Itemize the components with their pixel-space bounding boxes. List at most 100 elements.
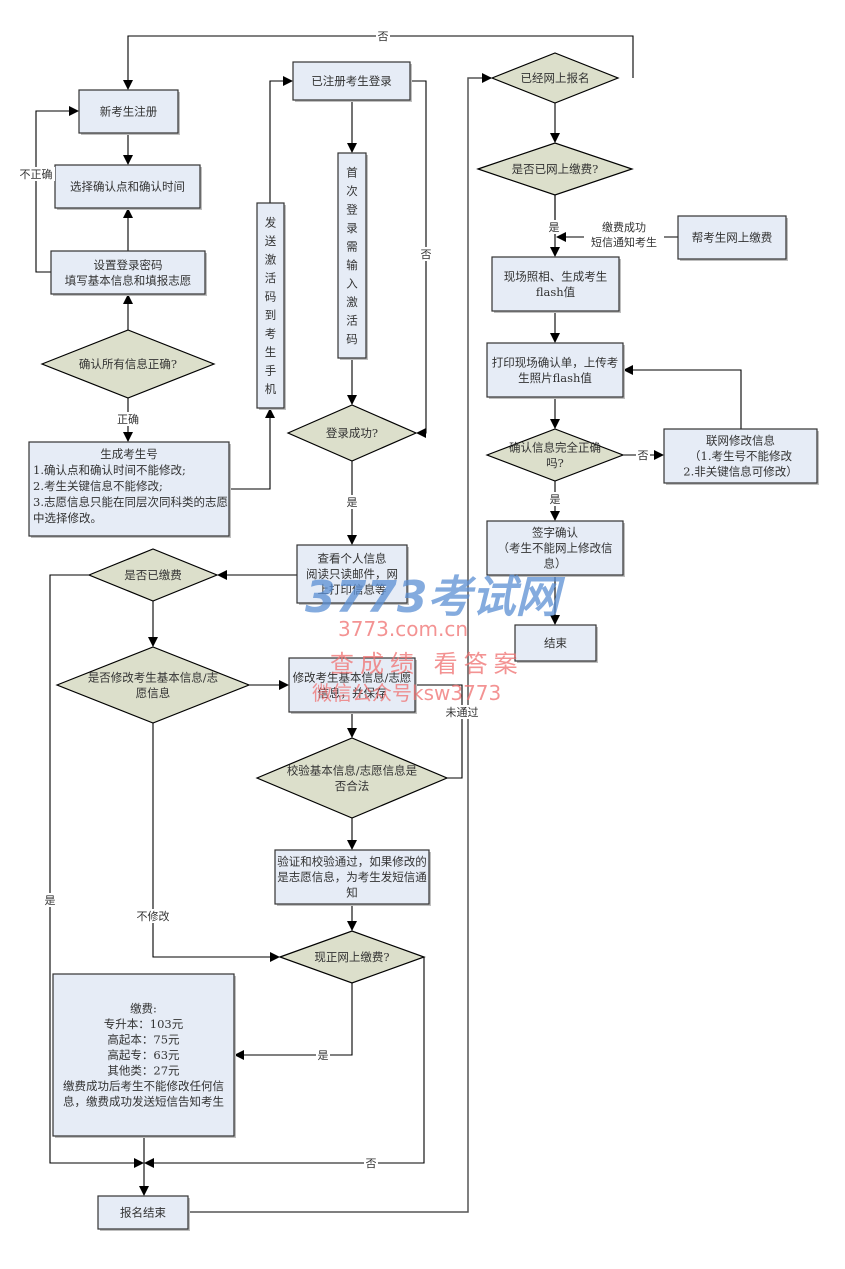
node-text-line: 息） — [544, 557, 567, 571]
edge-label-top-no: 否 — [378, 30, 389, 43]
process-shape — [256, 202, 285, 409]
edge-end-to-online — [188, 73, 492, 1213]
edge-label-incorrect: 不正确 — [20, 168, 53, 181]
process-shape — [514, 624, 597, 662]
node-text-line: 息，缴费成功发送短信告知考生 — [63, 1095, 224, 1109]
node-text-line: 高起专：63元 — [107, 1048, 180, 1062]
node-text-char: 活 — [346, 313, 358, 327]
node-text-line: （考生不能网上修改信 — [498, 541, 613, 555]
node-text-line: 打印现场确认单，上传考 — [492, 355, 619, 369]
label-bg — [443, 705, 481, 719]
node-end: 结束 — [514, 624, 598, 663]
node-text-line: 专升本：103元 — [104, 1017, 184, 1031]
node-photo: 现场照相、生成考生 flash值 — [491, 256, 621, 313]
nodes: 新考生注册选择确认点和确认时间设置登录密码填写基本信息和填报志愿确认所有信息正确… — [28, 52, 819, 1231]
node-gen-number: 生成考生号1.确认点和确认时间不能修改;2.考生关键信息不能修改;3.志愿信息只… — [28, 441, 231, 538]
node-text-line: 帮考生网上缴费 — [692, 231, 773, 245]
node-text-line: 是否修改考生基本信息/志 — [88, 670, 218, 684]
decision-shape — [286, 404, 418, 462]
edge-label-paid-yes: 是 — [45, 894, 56, 907]
edge-label-pay-yes: 是 — [318, 1049, 329, 1062]
label-bg — [636, 448, 650, 462]
node-text-char: 需 — [346, 239, 358, 253]
decision-shape — [490, 52, 620, 104]
node-text-line: 生照片flash值 — [518, 371, 592, 385]
node-text-char: 生 — [265, 345, 277, 359]
node-text-line: 验证和校验通过，如果修改的 — [277, 855, 427, 869]
label-bg — [419, 247, 433, 261]
node-modify-q: 是否修改考生基本信息/志愿信息 — [55, 646, 251, 724]
node-login-ok: 登录成功? — [286, 404, 418, 462]
node-text-line: （1.考生号不能修改 — [689, 449, 792, 463]
connectors — [35, 35, 742, 1213]
label-bg — [121, 412, 135, 426]
node-text-line: 中选择修改。 — [33, 511, 102, 525]
node-text-char: 录 — [346, 221, 358, 235]
edge-label-online-paid-yes: 是 — [549, 221, 560, 234]
label-bg — [376, 29, 390, 43]
node-text-line: 1.确认点和确认时间不能修改; — [33, 463, 186, 477]
node-text-line: 新考生注册 — [100, 105, 158, 119]
node-modify-save: 修改考生基本信息/志愿信息，并保存 — [288, 657, 417, 714]
process-shape — [486, 520, 624, 576]
node-text-line: flash值 — [536, 285, 576, 299]
edge-not-passed — [415, 684, 463, 779]
decision-shape — [278, 930, 426, 984]
label-bg — [345, 495, 359, 509]
node-text-line: 知 — [346, 886, 358, 900]
process-shape — [274, 849, 430, 905]
node-text-line: 阅读只读邮件，网 — [306, 567, 398, 581]
decision-shape — [87, 548, 219, 602]
node-text-line: 其他类：27元 — [107, 1064, 180, 1078]
process-shape — [52, 973, 235, 1137]
decision-shape — [55, 646, 251, 724]
node-online-registered: 已经网上报名 — [490, 52, 620, 104]
edge-send-to-login — [269, 76, 293, 203]
node-text-char: 码 — [346, 332, 358, 346]
node-text-line: 校验基本信息/志愿信息是 — [287, 763, 418, 777]
label-bg — [43, 893, 57, 907]
node-text-char: 活 — [265, 271, 277, 285]
edge-label-info-yes: 是 — [550, 493, 561, 506]
decision-shape — [476, 142, 634, 196]
edge-label-pay-success: 短信通知考生 — [591, 235, 657, 249]
process-shape — [486, 342, 624, 398]
label-bg — [584, 220, 664, 234]
label-bg — [547, 220, 561, 234]
process-shape — [663, 428, 818, 484]
node-text-char: 送 — [265, 234, 277, 248]
watermark: 3773考试网 3773.com.cn 查成绩 看答案 微信公众号ksw3773 — [305, 572, 565, 705]
node-text-line: 已经网上报名 — [521, 71, 590, 85]
decision-shape — [485, 428, 625, 482]
node-text-char: 发 — [265, 215, 277, 229]
node-text-char: 登 — [346, 202, 358, 216]
process-shape — [28, 441, 230, 537]
node-text-char: 次 — [346, 184, 358, 198]
node-text-line: 否合法 — [335, 779, 370, 793]
edge-label-correct: 正确 — [117, 413, 139, 426]
node-text-line: 结束 — [544, 636, 567, 650]
process-shape — [97, 1195, 189, 1230]
node-text-line: 缴费: — [130, 1002, 157, 1016]
process-shape — [54, 164, 201, 209]
node-text-line: 缴费成功后考生不能修改任何信 — [63, 1079, 224, 1093]
node-text-line: 选择确认点和确认时间 — [70, 180, 185, 194]
node-text-char: 到 — [265, 308, 277, 322]
node-text-char: 入 — [346, 276, 358, 290]
label-bg — [17, 167, 55, 181]
edge-label-pay-no: 否 — [366, 1157, 377, 1170]
watermark-line2: 微信公众号ksw3773 — [312, 681, 501, 705]
node-text-line: 上打印信息等 — [318, 583, 387, 597]
node-text-char: 输 — [346, 258, 358, 272]
node-login: 已注册考生登录 — [292, 61, 412, 102]
label-bg — [364, 1156, 378, 1170]
node-text-line: 修改考生基本信息/志愿 — [293, 670, 412, 684]
node-text-line: 现场照相、生成考生 — [504, 269, 608, 283]
node-text-line: 生成考生号 — [100, 447, 158, 461]
node-reg-end: 报名结束 — [97, 1195, 190, 1231]
edge-gen-to-send — [229, 408, 275, 490]
node-online-paid: 是否已网上缴费? — [476, 142, 634, 196]
